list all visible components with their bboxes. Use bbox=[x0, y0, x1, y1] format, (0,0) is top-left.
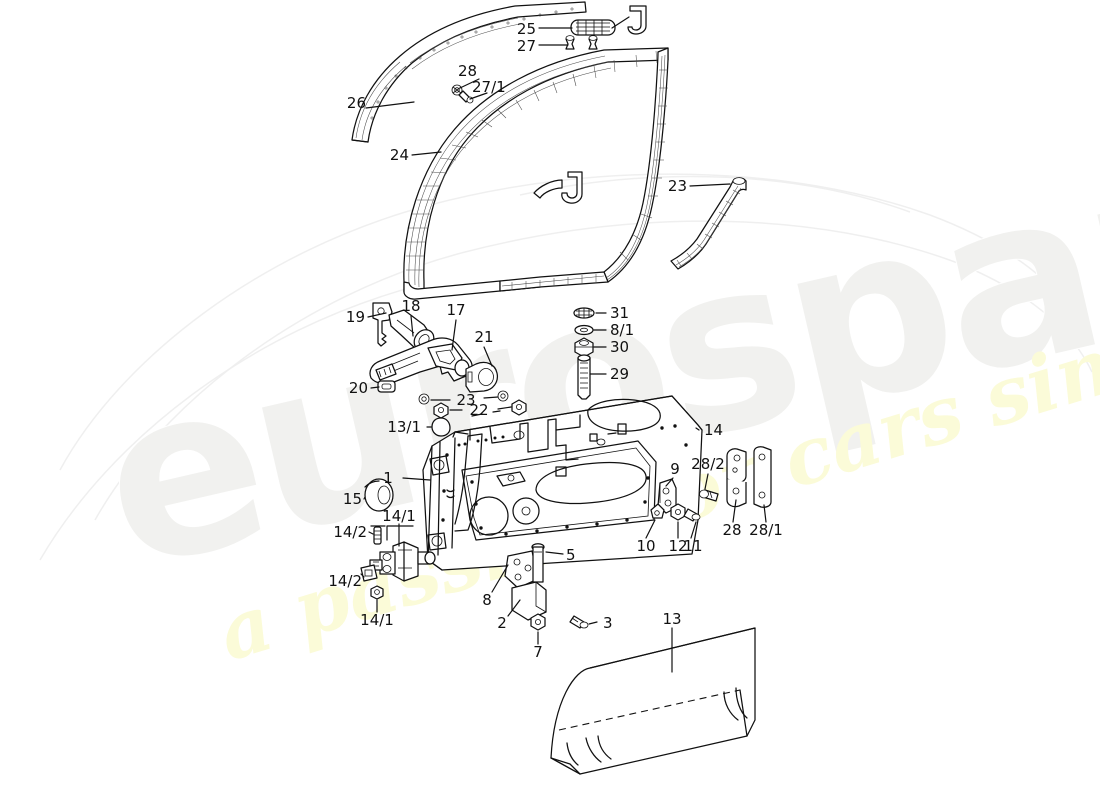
callout-18: 17 bbox=[446, 301, 465, 319]
callout-10-1: 31 bbox=[610, 304, 629, 322]
callout-9-1: 30 bbox=[610, 338, 629, 356]
part-10-1-lock-washer bbox=[573, 307, 595, 319]
part-seal-hook-profile bbox=[627, 5, 647, 35]
part-10-screw bbox=[683, 508, 701, 522]
callout-6: 7 bbox=[533, 643, 543, 661]
part-23-nuts bbox=[433, 399, 527, 419]
part-5-hinge-bolt bbox=[531, 543, 545, 583]
part-31-screw bbox=[699, 489, 719, 502]
part-13-plug bbox=[431, 417, 451, 437]
callout-14-1: 14/2 bbox=[328, 572, 362, 590]
part-3-screw bbox=[569, 615, 589, 629]
part-15-nut bbox=[370, 585, 384, 600]
callout-25: 23 bbox=[668, 177, 687, 195]
part-2-hinge-bracket bbox=[511, 581, 547, 621]
callout-29: 28 bbox=[722, 521, 741, 539]
part-12-door-water-shield bbox=[550, 627, 756, 775]
part-25-quarter-seal bbox=[670, 177, 747, 270]
callout-22: 21 bbox=[474, 328, 493, 346]
part-27-seal-end-cap bbox=[570, 19, 616, 36]
seal-corner-detail bbox=[533, 171, 583, 204]
part-14-1-spacer bbox=[360, 564, 378, 582]
part-14-door-hinge bbox=[369, 541, 436, 582]
callout-5: 5 bbox=[566, 546, 576, 564]
callout-7: 8 bbox=[482, 591, 492, 609]
callout-8: 9 bbox=[670, 460, 680, 478]
callout-27: 25 bbox=[517, 20, 536, 38]
callout-28-2: 28 bbox=[458, 62, 477, 80]
callout-9: 10 bbox=[636, 537, 655, 555]
callout-14-2: 15 bbox=[343, 490, 362, 508]
callout-14: 14/1 bbox=[382, 507, 416, 525]
part-24-washers bbox=[418, 390, 509, 405]
part-8-1-bolt bbox=[577, 354, 591, 400]
part-17-hinge-pin bbox=[370, 525, 386, 545]
part-30-shim-plate bbox=[753, 446, 772, 508]
callout-13: 13/1 bbox=[387, 418, 421, 436]
callout-15: 14/1 bbox=[360, 611, 394, 629]
callout-12: 13 bbox=[662, 610, 681, 628]
callout-19: 18 bbox=[401, 297, 420, 315]
part-18-door-handle bbox=[369, 337, 473, 385]
callout-24: 23 bbox=[456, 391, 475, 409]
door-panel-fasteners bbox=[441, 424, 688, 536]
callout-8-1: 29 bbox=[610, 365, 629, 383]
part-11-nut bbox=[670, 503, 686, 521]
part-27-1-roof-drip-seal bbox=[351, 1, 587, 143]
callout-labels: 26 25 27 28 27/1 24 23 19 18 17 20 21 23… bbox=[328, 20, 783, 661]
callout-31: 28/2 bbox=[691, 455, 725, 473]
callout-17: 14/2 bbox=[333, 523, 367, 541]
part-1-door-shell bbox=[422, 395, 703, 571]
part-9-cone-nut bbox=[650, 503, 665, 519]
callout-10: 11 bbox=[683, 537, 702, 555]
callout-13-1: 14 bbox=[704, 421, 723, 439]
callout-11: 12 bbox=[668, 537, 687, 555]
callout-30: 28/1 bbox=[749, 521, 783, 539]
leader-lines bbox=[360, 16, 767, 673]
callout-26: 24 bbox=[390, 146, 409, 164]
part-26-window-frame-seal bbox=[403, 47, 669, 300]
callout-21: 20 bbox=[349, 379, 368, 397]
callout-1: 1 bbox=[383, 469, 393, 487]
watermark-layer: eurospares a passion for cars since 1985 bbox=[39, 47, 1100, 679]
callout-20: 19 bbox=[346, 308, 365, 326]
part-6-nut bbox=[530, 613, 546, 631]
part-28-1-screw bbox=[458, 90, 474, 104]
callout-2: 2 bbox=[497, 614, 507, 632]
part-29-striker-plate bbox=[726, 448, 747, 508]
callout-11-1: 8/1 bbox=[610, 321, 634, 339]
callout-28-1: 27/1 bbox=[472, 78, 506, 96]
part-21-handle-gasket bbox=[377, 380, 396, 393]
part-28-2-washer bbox=[451, 84, 463, 96]
part-28-seal-clips bbox=[565, 35, 598, 50]
part-22-lock-escutcheon bbox=[465, 361, 499, 393]
callout-23: 22 bbox=[469, 401, 488, 419]
part-11-1-washer bbox=[574, 324, 594, 336]
part-9-1-nut bbox=[574, 337, 594, 358]
callout-3: 3 bbox=[603, 614, 613, 632]
callout-28: 27 bbox=[517, 37, 536, 55]
callout-27-1: 26 bbox=[347, 94, 366, 112]
part-14-2-hinge-cap bbox=[364, 478, 394, 512]
